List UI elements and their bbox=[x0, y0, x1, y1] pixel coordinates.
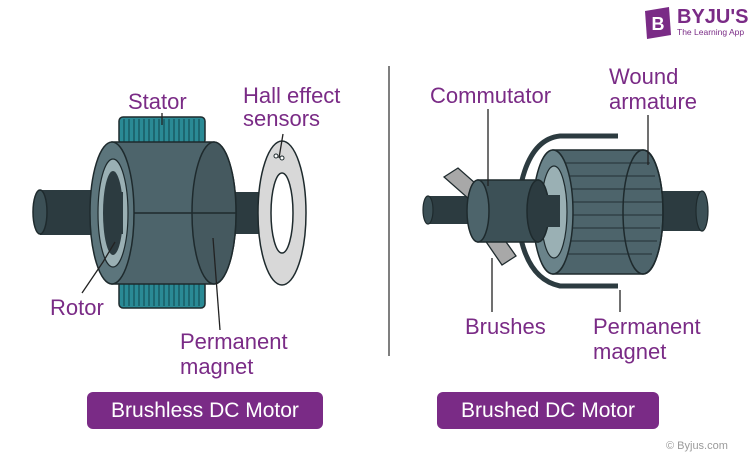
caption-brushless: Brushless DC Motor bbox=[87, 392, 323, 429]
label-permanent-magnet-line2: magnet bbox=[180, 354, 254, 379]
commutator-body bbox=[466, 179, 560, 243]
label-wound-line1: Wound bbox=[609, 64, 679, 89]
brushed-shaft-right bbox=[660, 190, 709, 232]
byjus-logo: B BYJU'S The Learning App bbox=[643, 6, 749, 40]
brushless-leaders bbox=[81, 113, 284, 331]
label-commutator: Commutator bbox=[430, 83, 552, 108]
logo-tagline: The Learning App bbox=[677, 27, 745, 37]
stator-top bbox=[118, 116, 206, 145]
hall-sensor-ring bbox=[257, 140, 307, 286]
stator-bottom bbox=[118, 280, 206, 309]
permanent-magnet-body bbox=[89, 141, 237, 285]
svg-text:B: B bbox=[652, 14, 665, 34]
label-wound-line2: armature bbox=[609, 89, 698, 114]
byjus-logo-icon: B bbox=[645, 7, 671, 39]
copyright-text: © Byjus.com bbox=[666, 440, 728, 452]
label-stator: Stator bbox=[128, 89, 187, 114]
label-hall-effect-line2: sensors bbox=[243, 106, 321, 131]
caption-brushed: Brushed DC Motor bbox=[437, 392, 659, 429]
label-rotor: Rotor bbox=[50, 295, 104, 320]
brushed-motor-illustration bbox=[422, 109, 709, 312]
label-brushed-magnet-line2: magnet bbox=[593, 339, 667, 364]
brushed-shaft-left bbox=[422, 195, 473, 225]
brushless-motor-illustration bbox=[32, 113, 307, 331]
label-brushes: Brushes bbox=[465, 314, 546, 339]
label-hall-effect-line1: Hall effect bbox=[243, 83, 341, 108]
label-permanent-magnet-line1: Permanent bbox=[180, 329, 288, 354]
brushed-leaders bbox=[487, 109, 649, 312]
wound-armature bbox=[532, 149, 664, 275]
label-brushed-magnet-line1: Permanent bbox=[593, 314, 701, 339]
logo-name: BYJU'S bbox=[677, 6, 749, 28]
